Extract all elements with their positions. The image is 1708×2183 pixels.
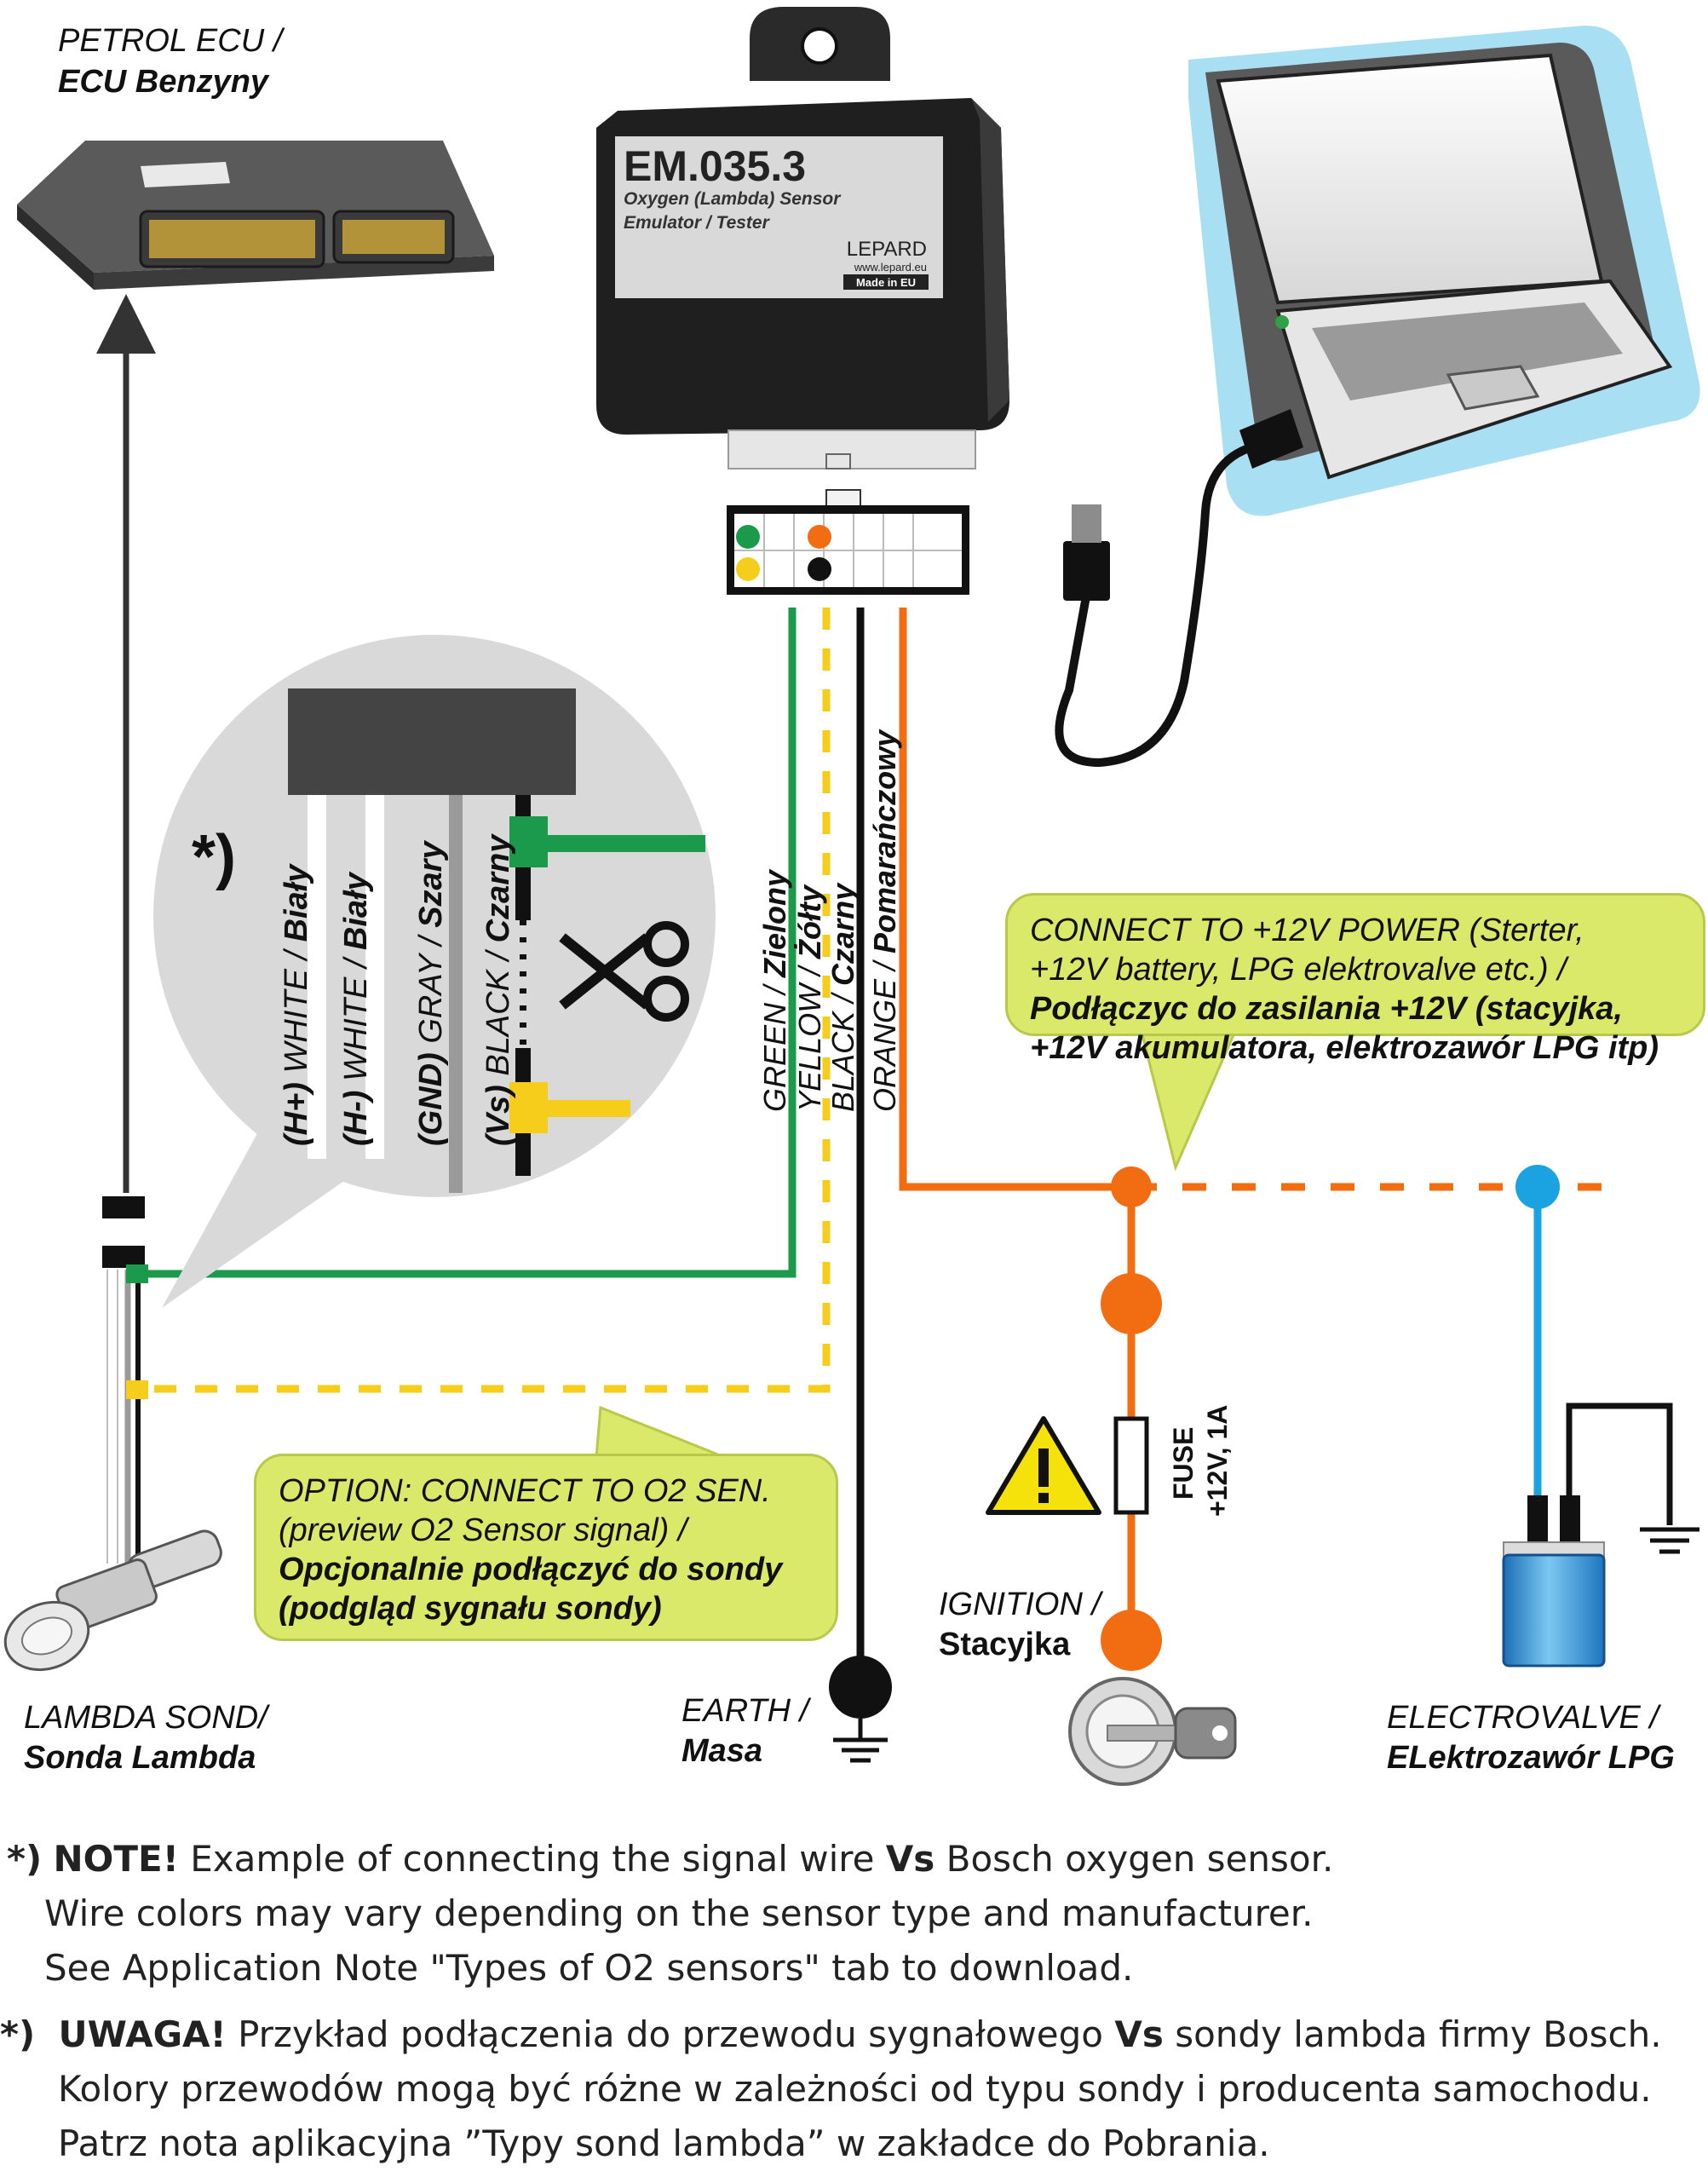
wire-green — [128, 608, 796, 1278]
note-en-line1-b: Vs — [885, 1838, 935, 1880]
electrovalve-label-en: ELECTROVALVE / — [1387, 1700, 1661, 1736]
note-pl-line1-c: sondy lambda firmy Bosch. — [1163, 2013, 1662, 2055]
scissors-icon — [559, 921, 689, 1022]
lambda-sond-label-pl: Sonda Lambda — [24, 1740, 256, 1776]
laptop-icon — [1188, 26, 1700, 516]
emulator-connector — [727, 489, 969, 595]
note-pl-line-2: Kolory przewodów mogą być różne w zależn… — [58, 2068, 1652, 2110]
emulator-model: EM.035.3 — [624, 142, 806, 190]
power-callout-line-4: +12V akumulatora, elektrozawór LPG itp) — [1030, 1030, 1659, 1066]
note-pl-marker: *) — [0, 2013, 36, 2055]
wire-yellow-tap — [126, 1380, 148, 1399]
lambda-sensor-icon — [3, 1529, 222, 1672]
electrovalve-junction-node — [1515, 1165, 1560, 1209]
option-callout-line-3: Opcjonalnie podłączyć do sondy — [279, 1552, 783, 1587]
option-callout: OPTION: CONNECT TO O2 SEN. (preview O2 S… — [254, 1454, 838, 1641]
emulator-website: www.lepard.eu — [854, 261, 927, 274]
electrovalve-ground-icon — [1640, 1527, 1699, 1554]
sensor-connector-top — [102, 1196, 145, 1218]
wire-label-yellow: YELLOW / Żółty — [792, 884, 827, 1112]
option-callout-pointer — [595, 1405, 725, 1459]
orange-node-upper — [1101, 1273, 1162, 1334]
note-pl-head: UWAGA! — [58, 2013, 227, 2055]
option-callout-line-2: (preview O2 Sensor signal) / — [279, 1512, 687, 1548]
power-callout-line-3: Podłączyc do zasilania +12V (stacyjka, — [1030, 991, 1623, 1027]
option-callout-line-1: OPTION: CONNECT TO O2 SEN. — [279, 1473, 771, 1509]
electrovalve-label-pl: ELektrozawór LPG — [1387, 1740, 1675, 1776]
warning-icon — [986, 1416, 1101, 1515]
note-pl-line1-b: Vs — [1114, 2013, 1164, 2055]
petrol-ecu-label-en: PETROL ECU / — [58, 23, 285, 59]
lambda-sond-label-en: LAMBDA SOND/ — [24, 1700, 270, 1736]
usb-cable — [1055, 409, 1303, 768]
notes-section: *) NOTE! Example of connecting the signa… — [0, 1832, 1708, 2183]
emulator-brand: LEPARD — [847, 238, 927, 261]
emulator-desc-2: Emulator / Tester — [624, 213, 771, 233]
ignition-label-pl: Stacyjka — [939, 1627, 1071, 1662]
wire-green-tap — [126, 1264, 148, 1283]
power-callout-line-1: CONNECT TO +12V POWER (Sterter, — [1030, 913, 1584, 948]
electrovalve-ground-wire — [1566, 1403, 1673, 1525]
option-callout-line-4: (podgląd sygnału sondy) — [279, 1591, 662, 1627]
power-callout: CONNECT TO +12V POWER (Sterter, +12V bat… — [1005, 893, 1705, 1066]
wire-label-black: BLACK / Czarny — [825, 882, 860, 1112]
power-callout-line-2: +12V battery, LPG elektrovalve etc.) / — [1030, 952, 1567, 988]
sensor-wire-label-1: (H+) WHITE / Biały — [279, 863, 314, 1146]
ignition-label-en: IGNITION / — [939, 1587, 1103, 1622]
sensor-wire-bundle — [103, 1270, 141, 1564]
petrol-ecu-label-pl: ECU Benzyny — [58, 64, 270, 100]
sensor-wire-label-2: (H-) WHITE / Biały — [338, 871, 374, 1146]
note-en-line-2: Wire colors may vary depending on the se… — [44, 1892, 1314, 1934]
emulator-origin: Made in EU — [856, 276, 916, 289]
fuse-rating: +12V, 1A — [1202, 1405, 1233, 1517]
wire-label-orange: ORANGE / Pomarańczowy — [867, 729, 902, 1112]
emulator-device — [596, 7, 1009, 469]
note-en-head: NOTE! — [53, 1838, 179, 1880]
electrovalve-icon — [1502, 1495, 1606, 1667]
ground-icon — [833, 1719, 888, 1763]
ignition-node — [1101, 1610, 1162, 1671]
earth-node — [829, 1656, 892, 1719]
note-pl-line-3: Patrz nota aplikacyjna ”Typy sond lambda… — [58, 2123, 1270, 2164]
power-junction-node — [1111, 1166, 1152, 1207]
wire-yellow — [128, 608, 831, 1393]
sensor-connector-bottom — [102, 1246, 145, 1268]
sensor-wire-marker: *) — [192, 823, 236, 891]
wire-label-green: GREEN / Zielony — [757, 868, 792, 1112]
zoom-bubble — [153, 635, 716, 1308]
note-en-line1-c: Bosch oxygen sensor. — [935, 1838, 1334, 1880]
note-pl-line1-a: Przykład podłączenia do przewodu sygnało… — [226, 2013, 1115, 2055]
sensor-wire-label-4: (Vs) BLACK / Czarny — [480, 833, 516, 1146]
emulator-desc-1: Oxygen (Lambda) Sensor — [624, 189, 842, 209]
note-en-marker: *) — [7, 1838, 43, 1880]
fuse-icon — [1113, 1416, 1149, 1515]
note-pl: *) UWAGA! Przykład podłączenia do przewo… — [0, 2007, 1708, 2171]
sensor-wire-label-3: (GND) GRAY / Szary — [413, 840, 449, 1146]
emulator-origin-badge — [843, 274, 929, 290]
ignition-key-icon — [1068, 1677, 1237, 1786]
fuse-label: FUSE — [1168, 1427, 1199, 1500]
note-en-line-3: See Application Note "Types of O2 sensor… — [44, 1947, 1134, 1989]
wire-orange — [899, 608, 1133, 1191]
petrol-ecu-icon — [17, 141, 494, 290]
earth-label-en: EARTH / — [681, 1693, 812, 1729]
note-en: *) NOTE! Example of connecting the signa… — [0, 1832, 1708, 1996]
earth-label-pl: Masa — [681, 1733, 762, 1769]
note-en-line1-a: Example of connecting the signal wire — [178, 1838, 886, 1880]
